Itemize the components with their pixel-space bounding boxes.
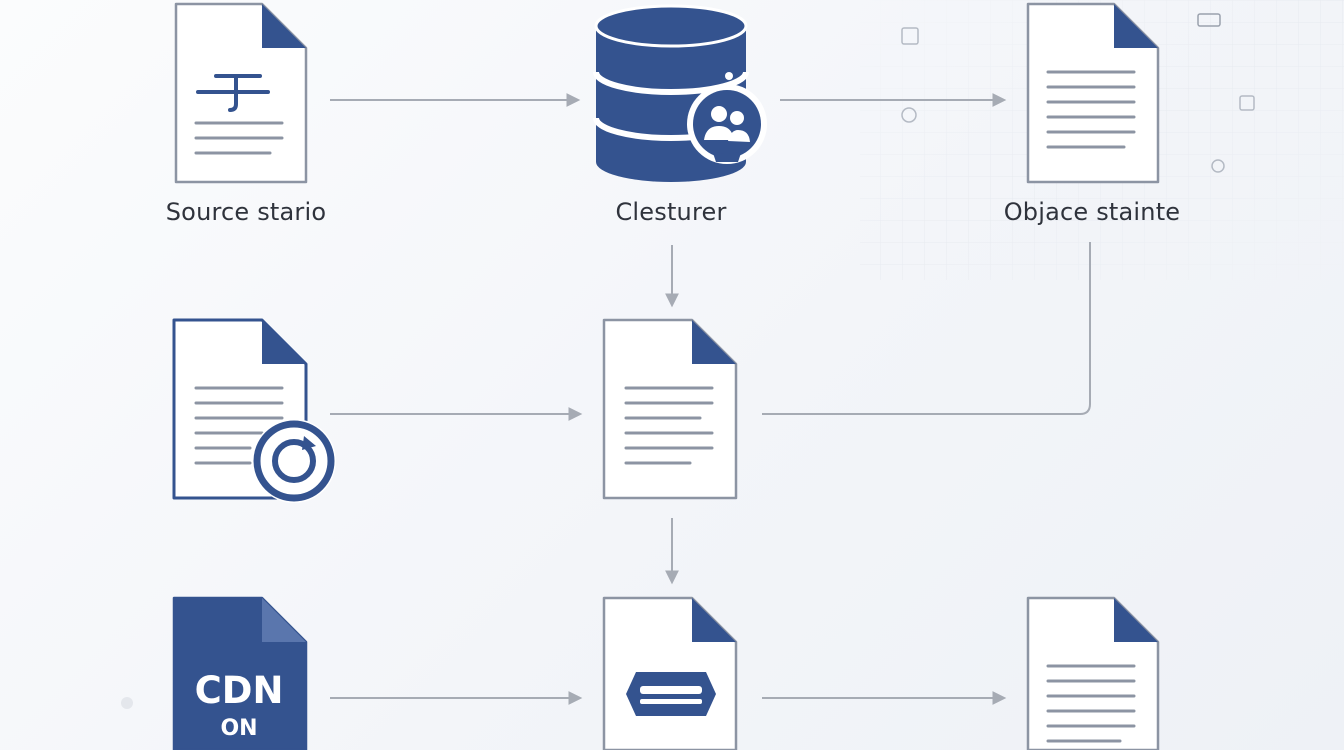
chip-glyph-icon: [1197, 13, 1221, 27]
document-edge-icon: [602, 596, 738, 750]
cdn-line1: CDN: [195, 669, 284, 712]
connectors: [330, 93, 1091, 705]
document-icon: [602, 318, 738, 500]
cdn-document-icon: CDN ON: [172, 596, 308, 750]
text-document-icon: [174, 2, 308, 184]
document-icon: [1026, 2, 1160, 184]
dot-glyph-icon: [121, 697, 133, 709]
database-user-icon: [593, 4, 767, 182]
circle-glyph-icon: [1211, 159, 1225, 173]
circle-glyph-icon: [901, 107, 917, 123]
document-icon: [1026, 596, 1160, 750]
square-glyph-icon: [1239, 95, 1255, 111]
cluster-label: Clesturer: [615, 198, 727, 226]
object-label: Objace stainte: [1003, 198, 1181, 226]
document-sync-icon: [172, 318, 336, 503]
source-label: Source stario: [165, 198, 327, 226]
square-glyph-icon: [901, 27, 919, 45]
cdn-line2: ON: [220, 716, 257, 741]
connector-object-to-center: [762, 242, 1091, 415]
